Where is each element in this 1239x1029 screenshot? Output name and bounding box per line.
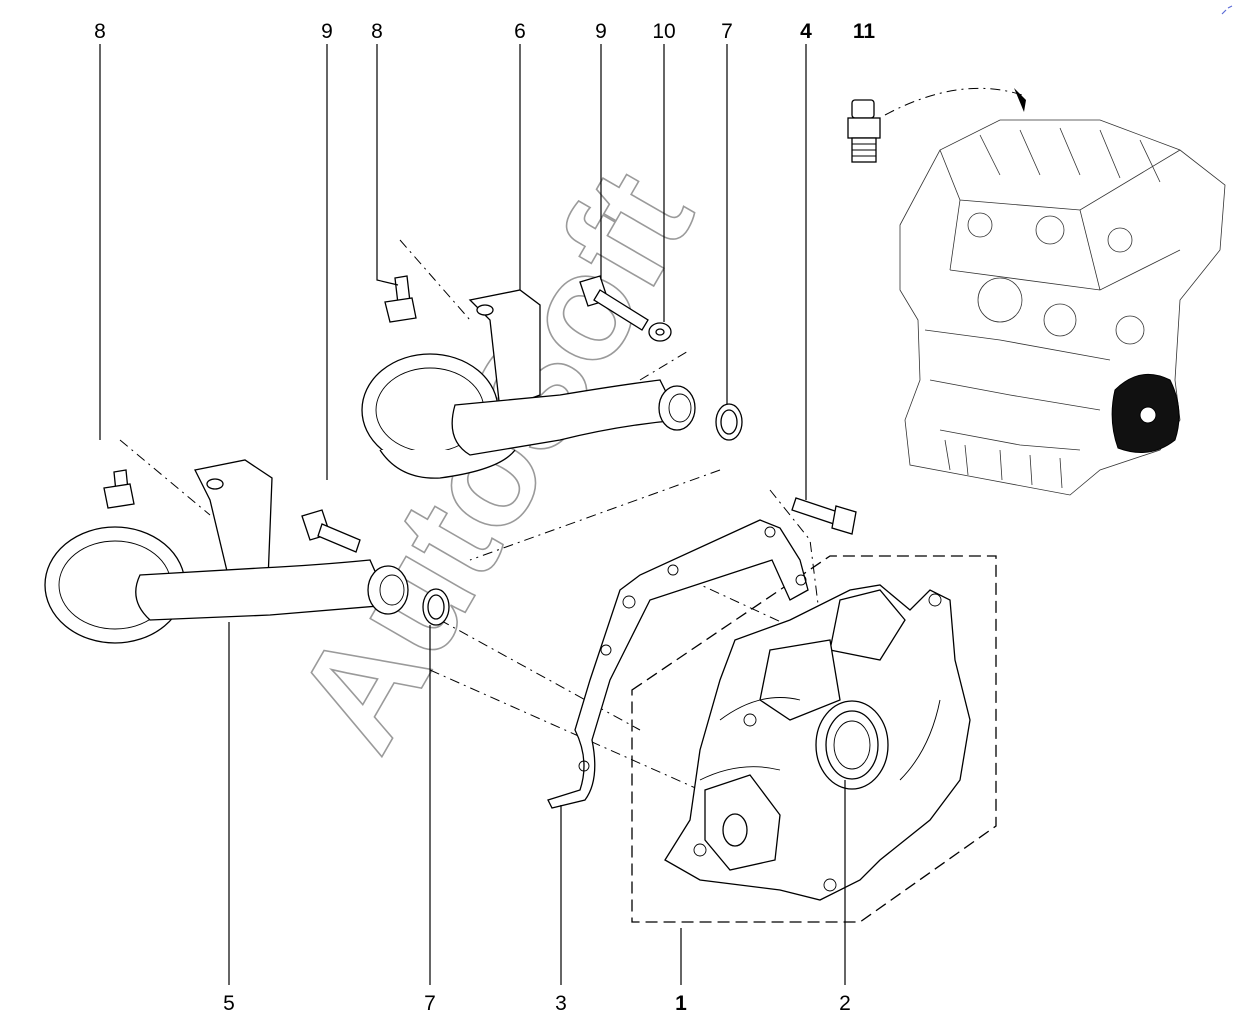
washer-hole <box>655 328 665 336</box>
engine-detail-3 <box>1107 227 1133 253</box>
callout-11: 11 <box>853 20 876 43</box>
callout-9: 9 <box>321 20 333 43</box>
engine-sump-ribs <box>944 439 1063 489</box>
callout-2: 2 <box>839 992 851 1015</box>
bracket-bolt-hole <box>476 304 494 316</box>
guide-bolt8-lower <box>119 439 211 516</box>
part-5-oil-pickup-lower <box>44 459 409 644</box>
engine-block-edges <box>939 149 1181 291</box>
engine-illustration <box>899 119 1226 496</box>
part-3-gasket <box>547 519 809 809</box>
part-10-washer <box>648 322 672 342</box>
callout-5: 5 <box>223 992 235 1015</box>
pickup-tube-bore <box>668 393 692 423</box>
bracket-bolt-hole <box>206 478 224 490</box>
sensor-thread-lines <box>852 143 876 157</box>
sensor-hex <box>847 117 881 139</box>
bolt-head-icon <box>384 297 417 323</box>
engine-pulley-3 <box>1115 315 1145 345</box>
callout-7: 7 <box>424 992 436 1015</box>
gasket-hole <box>764 526 776 538</box>
sensor-arrow-path <box>884 87 1023 116</box>
part-1-oil-pump-housing <box>664 584 971 901</box>
callout-8: 8 <box>94 20 106 43</box>
engine-pulley-2 <box>1043 303 1077 337</box>
part-8-bolt-upper <box>384 275 417 323</box>
guide-pickup-upper <box>469 469 721 561</box>
callout-1: 1 <box>675 992 687 1015</box>
gasket-hole <box>600 644 612 656</box>
gasket-hole <box>578 760 590 772</box>
pickup-tube <box>451 379 682 456</box>
callout-7: 7 <box>721 20 733 43</box>
part-9-bolt-upper <box>579 275 649 331</box>
engine-detail-2 <box>1035 215 1065 245</box>
callout-10: 10 <box>652 20 675 43</box>
o-ring-inner <box>427 594 445 620</box>
oil-pump-assembly-outline <box>631 555 997 923</box>
arrow-head-icon <box>1014 88 1026 112</box>
housing-bolt-hole <box>743 713 757 727</box>
sensor-cap <box>851 99 875 119</box>
part-11-sensor <box>847 87 1026 163</box>
bolt-shank <box>317 523 361 553</box>
callout-3: 3 <box>555 992 567 1015</box>
corner-mark <box>1221 5 1233 15</box>
housing-contour-lines <box>699 697 941 781</box>
part-6-oil-pickup-upper <box>361 289 696 479</box>
guide-pickup-lower <box>439 619 641 731</box>
bolt-head-icon <box>831 505 857 535</box>
part-7-o-ring-upper <box>715 403 743 441</box>
callout-8: 8 <box>371 20 383 43</box>
engine-pulley-1 <box>977 277 1023 323</box>
leader-8b <box>376 44 399 286</box>
guide-pickup-lower-2 <box>429 669 701 791</box>
housing-bolt-hole <box>928 593 942 607</box>
engine-detail-1 <box>967 212 993 238</box>
bolt-head-icon <box>103 483 135 509</box>
strainer-base <box>379 449 516 479</box>
gasket-hole <box>667 564 679 576</box>
guide-bolt8-upper <box>399 239 471 321</box>
part-4-bolt <box>791 497 857 535</box>
callout-4: 4 <box>800 20 812 43</box>
guide-bolt4 <box>769 489 821 621</box>
gasket-hole <box>622 595 636 609</box>
guide-bolt9-upper <box>639 349 691 381</box>
pickup-tube-flange <box>367 565 409 615</box>
pickup-tube <box>135 559 391 621</box>
callout-6: 6 <box>514 20 526 43</box>
part-8-bolt-lower <box>103 469 135 509</box>
gasket-hole <box>795 574 807 586</box>
engine-outline <box>899 119 1226 496</box>
engine-crankcase-lines <box>924 329 1111 451</box>
crank-seal-bore <box>833 720 871 770</box>
housing-top-boss <box>829 589 906 661</box>
pickup-tube-flange <box>658 385 696 431</box>
inlet-port-bore <box>722 813 748 847</box>
engine-intake-runners <box>979 127 1161 183</box>
o-ring-inner <box>720 409 738 435</box>
leader-lines <box>99 44 846 985</box>
housing-outlet-port <box>759 639 841 721</box>
callout-labels: 8 9 8 6 9 10 7 4 11 5 7 3 1 2 <box>94 20 875 1015</box>
pickup-tube-bore <box>379 574 405 606</box>
corner-mark-icon <box>1221 5 1233 15</box>
part-9-bolt-lower <box>301 509 361 553</box>
bolt-shank <box>593 289 649 331</box>
housing-bolt-hole <box>693 843 707 857</box>
callout-9: 9 <box>595 20 607 43</box>
engine-oil-pump-hub <box>1139 406 1157 424</box>
part-7-o-ring-lower <box>422 588 450 626</box>
bolt-shank <box>791 497 839 525</box>
housing-bolt-hole <box>823 878 837 892</box>
